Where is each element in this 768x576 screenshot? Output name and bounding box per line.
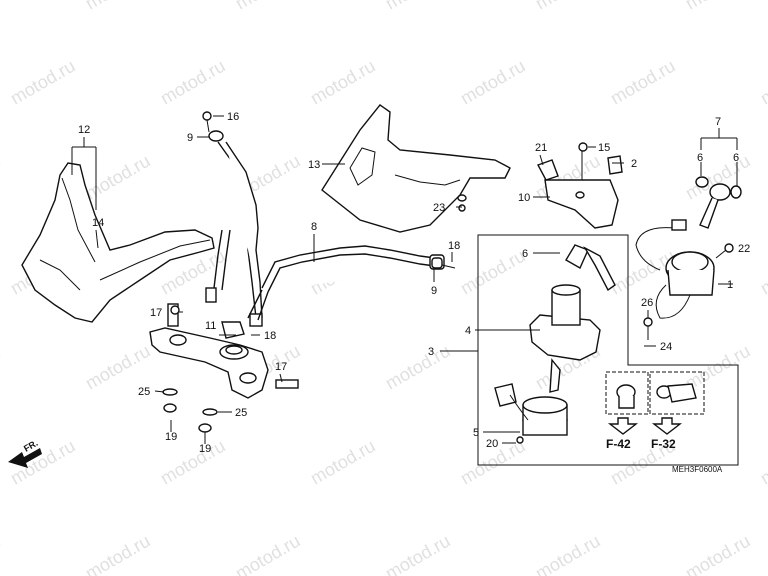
callout-3: 3: [428, 346, 434, 358]
nut-19-left: [162, 388, 178, 413]
callout-24: 24: [660, 341, 672, 353]
ref-box-right: [649, 371, 705, 415]
callout-15: 15: [598, 142, 610, 154]
watermark-text: motod.ru: [82, 0, 154, 13]
watermark-text: motod.ru: [157, 56, 229, 109]
callout-4: 4: [465, 325, 471, 337]
watermark-text: motod.ru: [307, 56, 379, 109]
callout-20: 20: [486, 438, 498, 450]
watermark-text: motod.ru: [0, 0, 4, 13]
bolt-22: [715, 243, 734, 259]
watermark-text: motod.ru: [232, 0, 304, 13]
assembly-outline: [477, 234, 739, 466]
watermark-text: motod.ru: [532, 0, 604, 13]
ref-arrow-right: [651, 417, 683, 435]
ignition-switch-part: [494, 244, 616, 436]
watermark-text: motod.ru: [757, 246, 768, 299]
watermark-text: motod.ru: [757, 436, 768, 489]
watermark-text: motod.ru: [532, 531, 604, 576]
watermark-text: motod.ru: [0, 341, 4, 394]
callout-7: 7: [715, 116, 721, 128]
bolt-17-upper: [170, 305, 180, 315]
callout-17-lower: 17: [275, 361, 287, 373]
callout-18-upper: 18: [448, 240, 460, 252]
callout-23: 23: [433, 202, 445, 214]
watermark-text: motod.ru: [757, 56, 768, 109]
callout-6-right: 6: [733, 152, 739, 164]
bolt-16: [202, 111, 212, 133]
callout-14: 14: [92, 217, 104, 229]
reference-f32: F-32: [651, 437, 676, 451]
handle-stay-part: [205, 130, 263, 327]
watermark-text: motod.ru: [232, 531, 304, 576]
callout-labels: 1 2 3 4 5 6 6 6 7 8 9 9 10 11 12 13 14 1…: [78, 111, 750, 455]
leader-lines: [71, 115, 738, 444]
callout-6-left: 6: [697, 152, 703, 164]
watermark-text: motod.ru: [457, 246, 529, 299]
switch-bracket-part: [537, 150, 623, 229]
callout-8: 8: [311, 221, 317, 233]
watermark-text: motod.ru: [607, 56, 679, 109]
watermark-text: motod.ru: [382, 0, 454, 13]
callout-9-lower: 9: [431, 285, 437, 297]
watermark-text: motod.ru: [682, 0, 754, 13]
front-cowl-part: [21, 162, 215, 323]
callout-25-right: 25: [235, 407, 247, 419]
callout-5: 5: [473, 427, 479, 439]
watermark-text: motod.ru: [382, 531, 454, 576]
watermark-text: motod.ru: [457, 56, 529, 109]
callout-1: 1: [727, 279, 733, 291]
callout-10: 10: [518, 192, 530, 204]
callout-13: 13: [308, 159, 320, 171]
watermark-text: motod.ru: [0, 151, 4, 204]
callout-19-right: 19: [199, 443, 211, 455]
callout-17-upper: 17: [150, 307, 162, 319]
watermark-text: motod.ru: [682, 531, 754, 576]
callout-16: 16: [227, 111, 239, 123]
steering-stem-part: [149, 303, 299, 399]
bolt-26: [643, 317, 653, 340]
watermark-text: motod.ru: [7, 56, 79, 109]
bolt-20: [516, 436, 524, 444]
bolt-23: [458, 204, 466, 212]
callout-25-left: 25: [138, 386, 150, 398]
callout-26: 26: [641, 297, 653, 309]
grommet-18-upper: [431, 257, 456, 269]
diagram-code: MEH3F0600A: [672, 465, 723, 474]
handle-cover-part: [321, 104, 511, 233]
callout-21: 21: [535, 142, 547, 154]
callout-12: 12: [78, 124, 90, 136]
watermark-text: motod.ru: [82, 151, 154, 204]
watermark-text: motod.ru: [382, 341, 454, 394]
nut-19-right: [198, 408, 218, 433]
callout-11: 11: [205, 320, 216, 332]
callout-19-left: 19: [165, 431, 177, 443]
ref-box-left: [605, 371, 649, 415]
callout-22: 22: [738, 243, 750, 255]
callout-9-upper: 9: [187, 132, 193, 144]
handlebar-part: [247, 245, 445, 321]
ref-arrow-left: [607, 417, 639, 435]
key-cylinder-part: [635, 219, 715, 319]
bolt-15: [578, 142, 588, 152]
callout-6-switch: 6: [522, 248, 528, 260]
reference-f42: F-42: [606, 437, 631, 451]
callout-2: 2: [631, 158, 637, 170]
callout-18-lower: 18: [264, 330, 276, 342]
watermark-text: motod.ru: [82, 531, 154, 576]
watermark-text: motod.ru: [0, 531, 4, 576]
watermark-text: motod.ru: [157, 436, 229, 489]
key-part: [695, 176, 742, 229]
watermark-text: motod.ru: [307, 436, 379, 489]
front-direction-arrow: [8, 448, 42, 468]
